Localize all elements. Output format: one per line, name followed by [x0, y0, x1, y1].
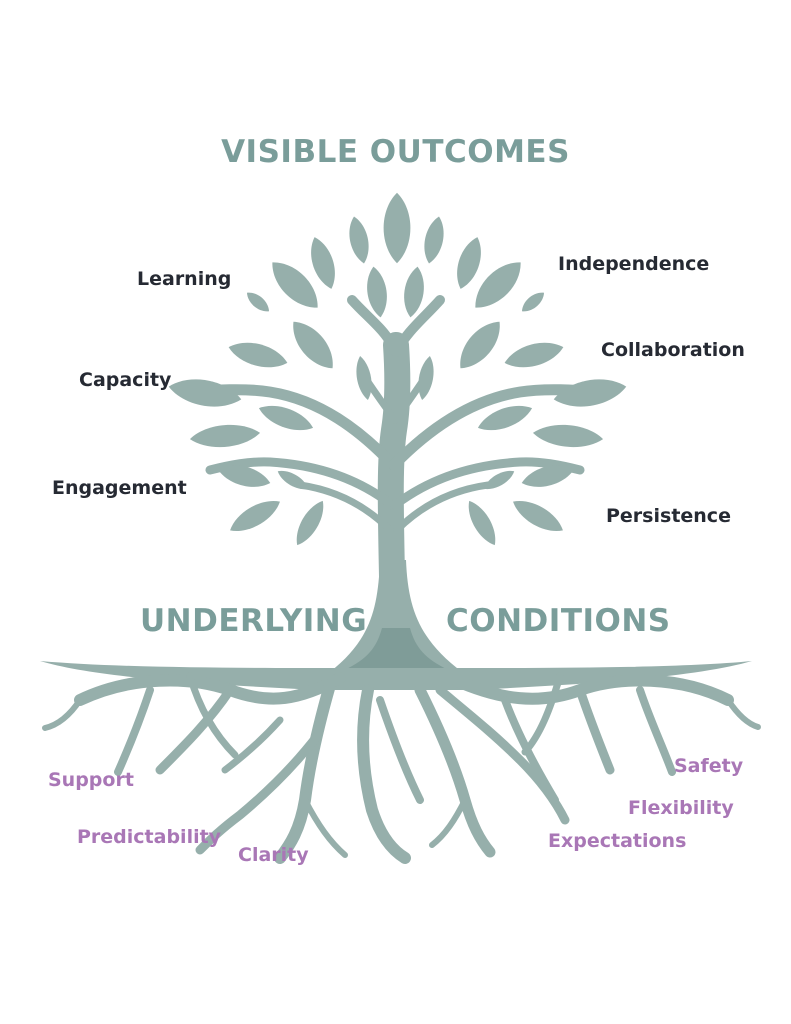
underlying-heading: UNDERLYING [140, 603, 368, 639]
trunk-shadow [335, 628, 458, 674]
trunk-base [330, 560, 462, 672]
outcome-label-collaboration: Collaboration [601, 339, 745, 361]
condition-label-expectations: Expectations [548, 830, 687, 852]
condition-label-predictability: Predictability [77, 826, 222, 848]
condition-label-support: Support [48, 769, 134, 791]
outcome-label-independence: Independence [558, 253, 710, 275]
outcome-label-persistence: Persistence [606, 505, 731, 527]
condition-label-clarity: Clarity [238, 844, 309, 866]
tree-roots [42, 672, 761, 864]
condition-label-safety: Safety [674, 755, 744, 777]
conditions-heading: CONDITIONS [446, 603, 671, 639]
outcome-label-engagement: Engagement [52, 477, 187, 499]
visible-outcomes-heading: VISIBLE OUTCOMES [221, 134, 570, 170]
outcome-label-capacity: Capacity [79, 369, 172, 391]
outcome-label-learning: Learning [137, 268, 232, 290]
condition-label-flexibility: Flexibility [628, 797, 734, 819]
